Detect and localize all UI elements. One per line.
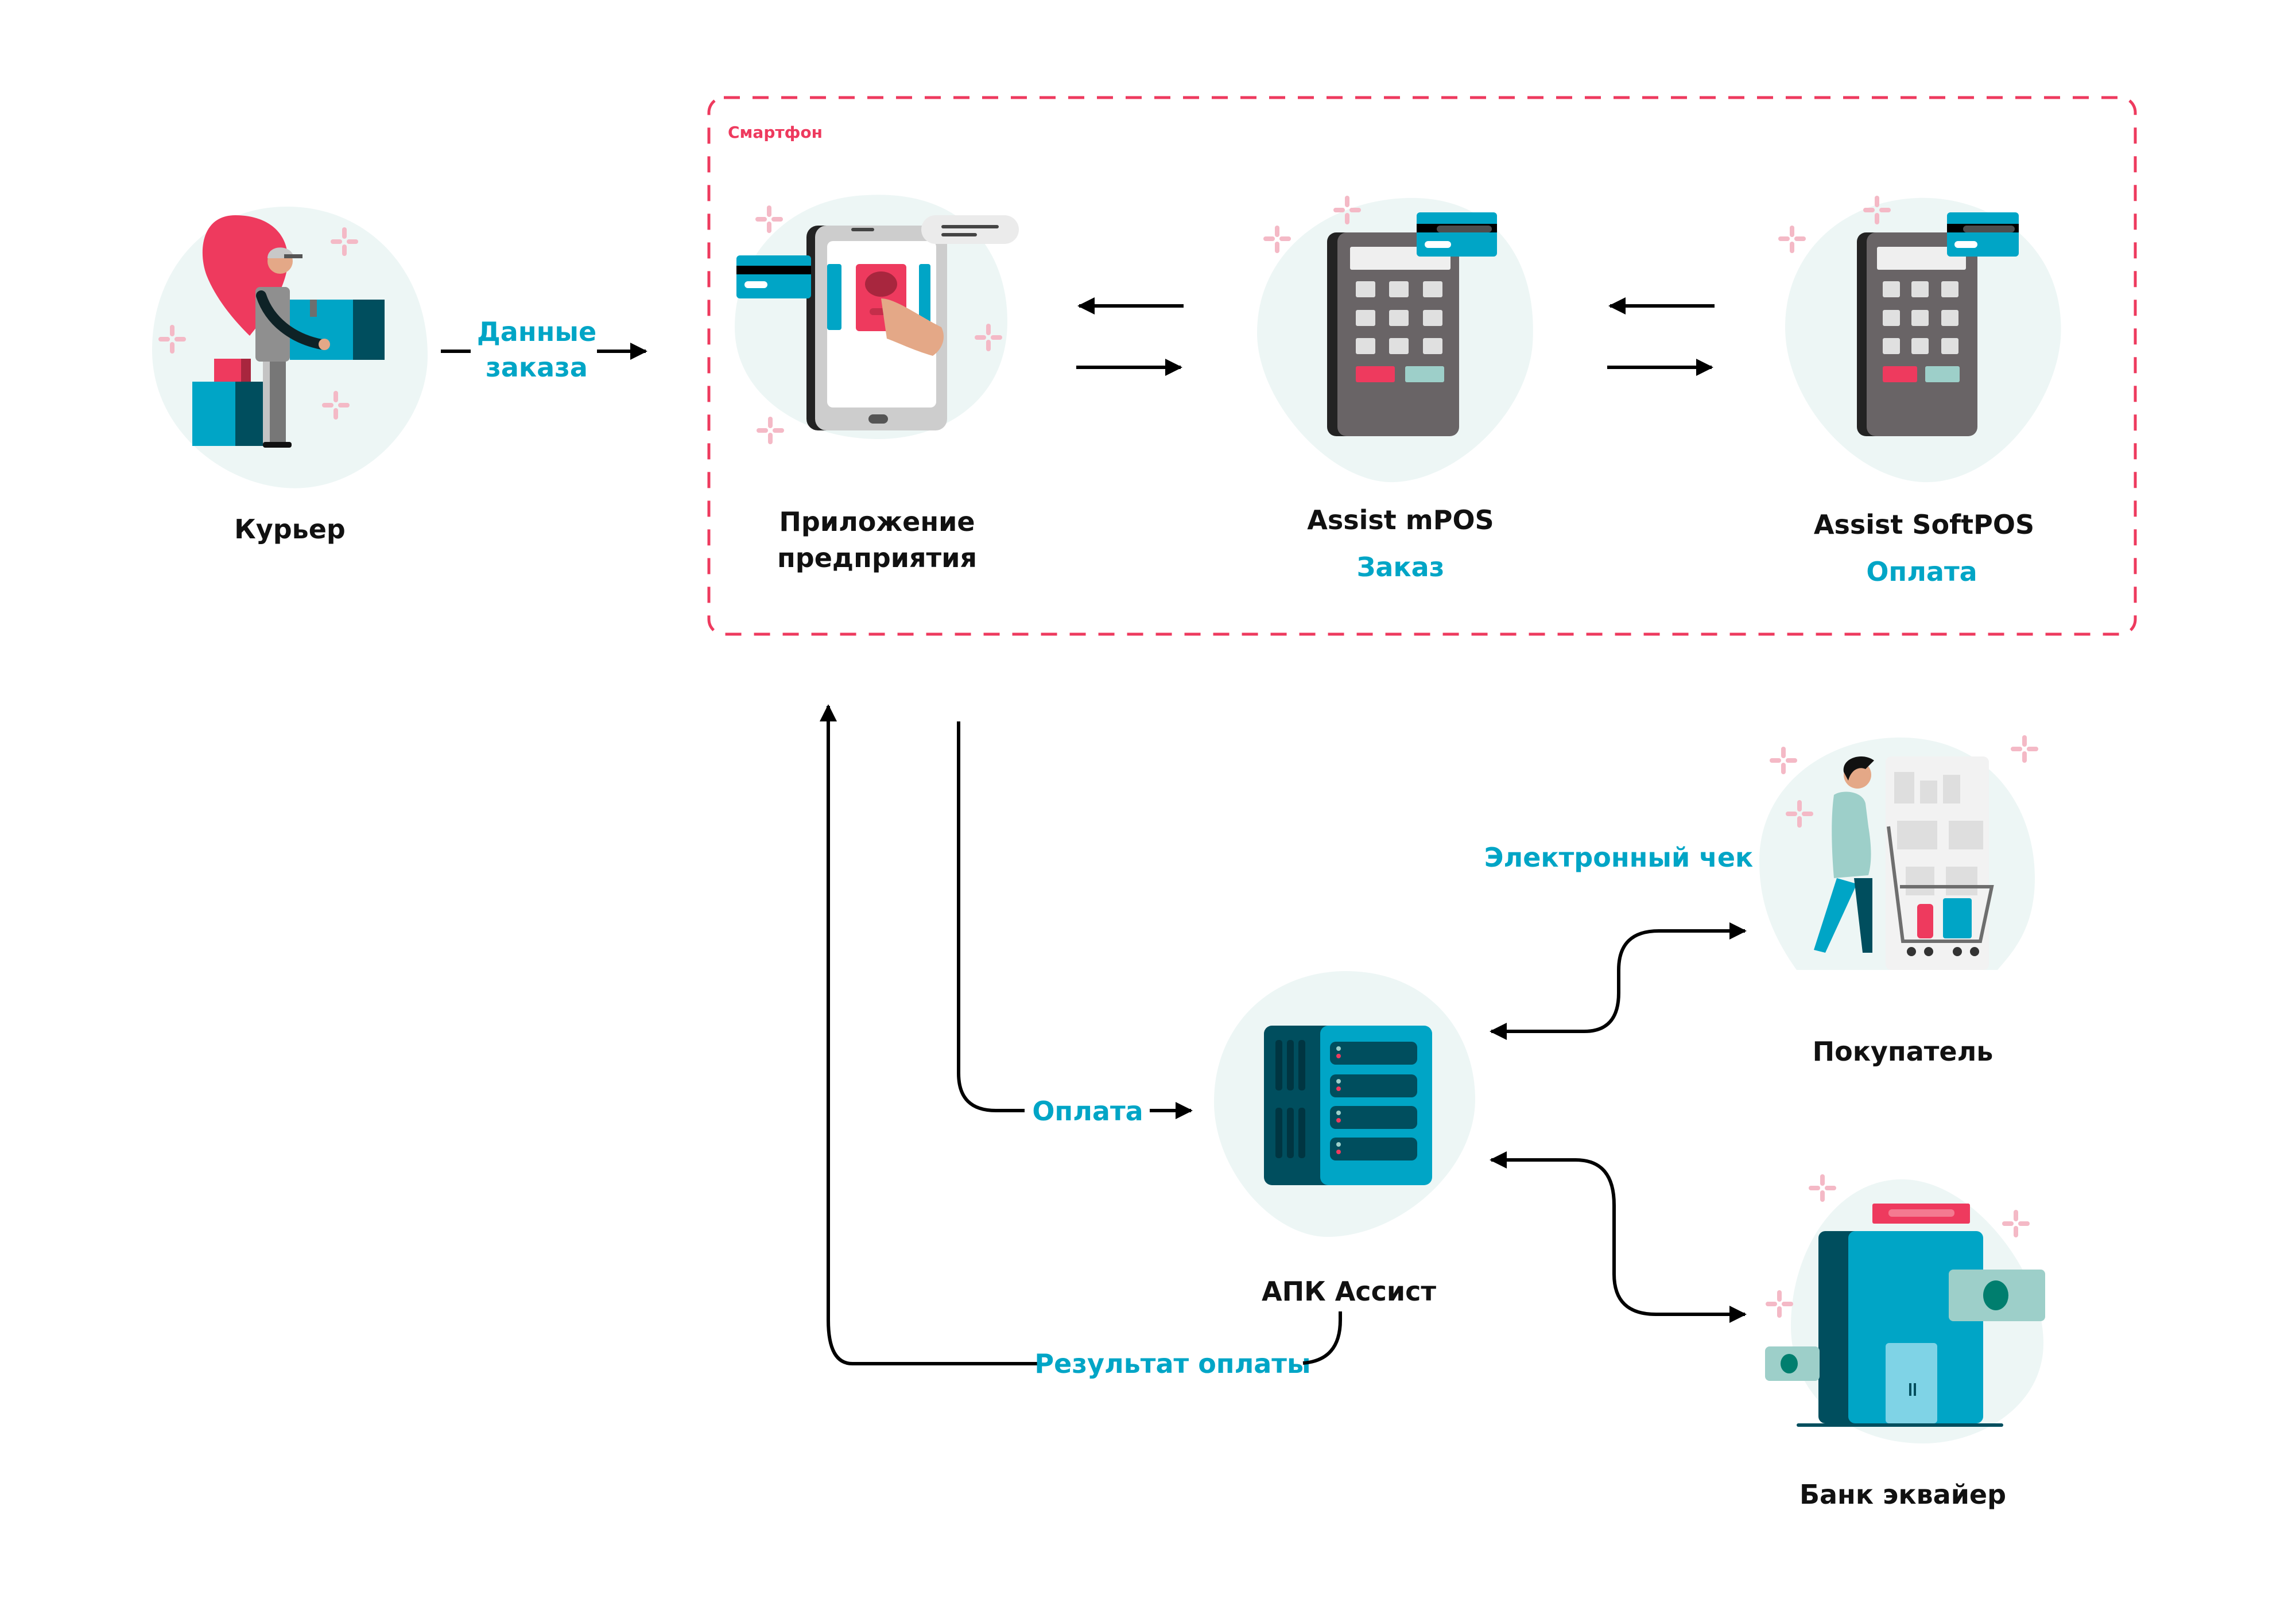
app-label-line2: предприятия xyxy=(777,542,977,573)
softpos-label: Assist SoftPOS xyxy=(1814,509,2034,540)
pos-terminal-icon xyxy=(1857,212,2019,436)
sparkle-icon xyxy=(1263,196,1361,253)
sparkle-icon xyxy=(158,227,358,420)
mpos-sublabel: Заказ xyxy=(1357,552,1445,583)
node-mpos[interactable]: Assist mPOS Заказ xyxy=(1257,196,1533,583)
courier-label: Курьер xyxy=(234,514,346,545)
shopper-with-cart-icon xyxy=(1814,756,1994,970)
flow-server-bank xyxy=(1490,1151,1747,1323)
mpos-label: Assist mPOS xyxy=(1307,504,1494,535)
payment-result-tail xyxy=(1302,1311,1342,1365)
sparkle-icon xyxy=(1770,735,2038,828)
payment-label: Оплата xyxy=(1032,1096,1143,1127)
flow-payment: Оплата xyxy=(957,721,1193,1127)
server-rack-icon xyxy=(1264,1026,1432,1185)
smartphone-group-label: Смартфон xyxy=(728,123,823,142)
node-app[interactable]: Приложение предприятия xyxy=(735,195,1019,573)
bank-label: Банк эквайер xyxy=(1799,1479,2006,1510)
app-label-line1: Приложение xyxy=(779,506,975,537)
node-server[interactable]: АПК Ассист xyxy=(1214,971,1475,1307)
flow-payment-result: Результат оплаты xyxy=(820,704,1342,1379)
smartphone-group: Смартфон xyxy=(707,96,2137,636)
sparkle-icon xyxy=(1778,196,1891,253)
pos-terminal-icon xyxy=(1327,212,1497,436)
order-data-label-line1: Данные xyxy=(477,316,596,347)
e-receipt-label: Электронный чек xyxy=(1484,842,1753,873)
node-courier[interactable]: Курьер xyxy=(152,207,428,545)
courier-with-boxes-icon xyxy=(192,215,385,448)
flow-mpos-softpos xyxy=(1607,297,1715,376)
sparkle-icon xyxy=(755,205,1002,444)
flow-server-buyer: Электронный чек xyxy=(1484,842,1753,1040)
order-data-label-line2: заказа xyxy=(486,352,588,383)
payment-line xyxy=(957,721,1025,1112)
server-bank-connector xyxy=(1490,1151,1747,1323)
smartphone-group-border xyxy=(707,96,2137,636)
server-buyer-connector xyxy=(1490,922,1747,1040)
tablet-app-icon xyxy=(736,215,1019,430)
sparkle-icon xyxy=(1766,1174,2030,1318)
flow-app-mpos xyxy=(1076,297,1184,376)
payment-result-label: Результат оплаты xyxy=(1034,1348,1310,1379)
server-label: АПК Ассист xyxy=(1262,1276,1436,1307)
node-buyer[interactable]: Покупатель xyxy=(1759,735,2038,1067)
softpos-sublabel: Оплата xyxy=(1866,556,1977,587)
bank-building-icon xyxy=(1765,1204,2045,1427)
flow-order-data: Данные заказа xyxy=(441,316,647,383)
node-softpos[interactable]: Assist SoftPOS Оплата xyxy=(1778,196,2061,587)
payment-result-line xyxy=(820,704,1042,1365)
node-bank[interactable]: Банк эквайер xyxy=(1765,1174,2045,1510)
buyer-label: Покупатель xyxy=(1813,1036,1994,1067)
